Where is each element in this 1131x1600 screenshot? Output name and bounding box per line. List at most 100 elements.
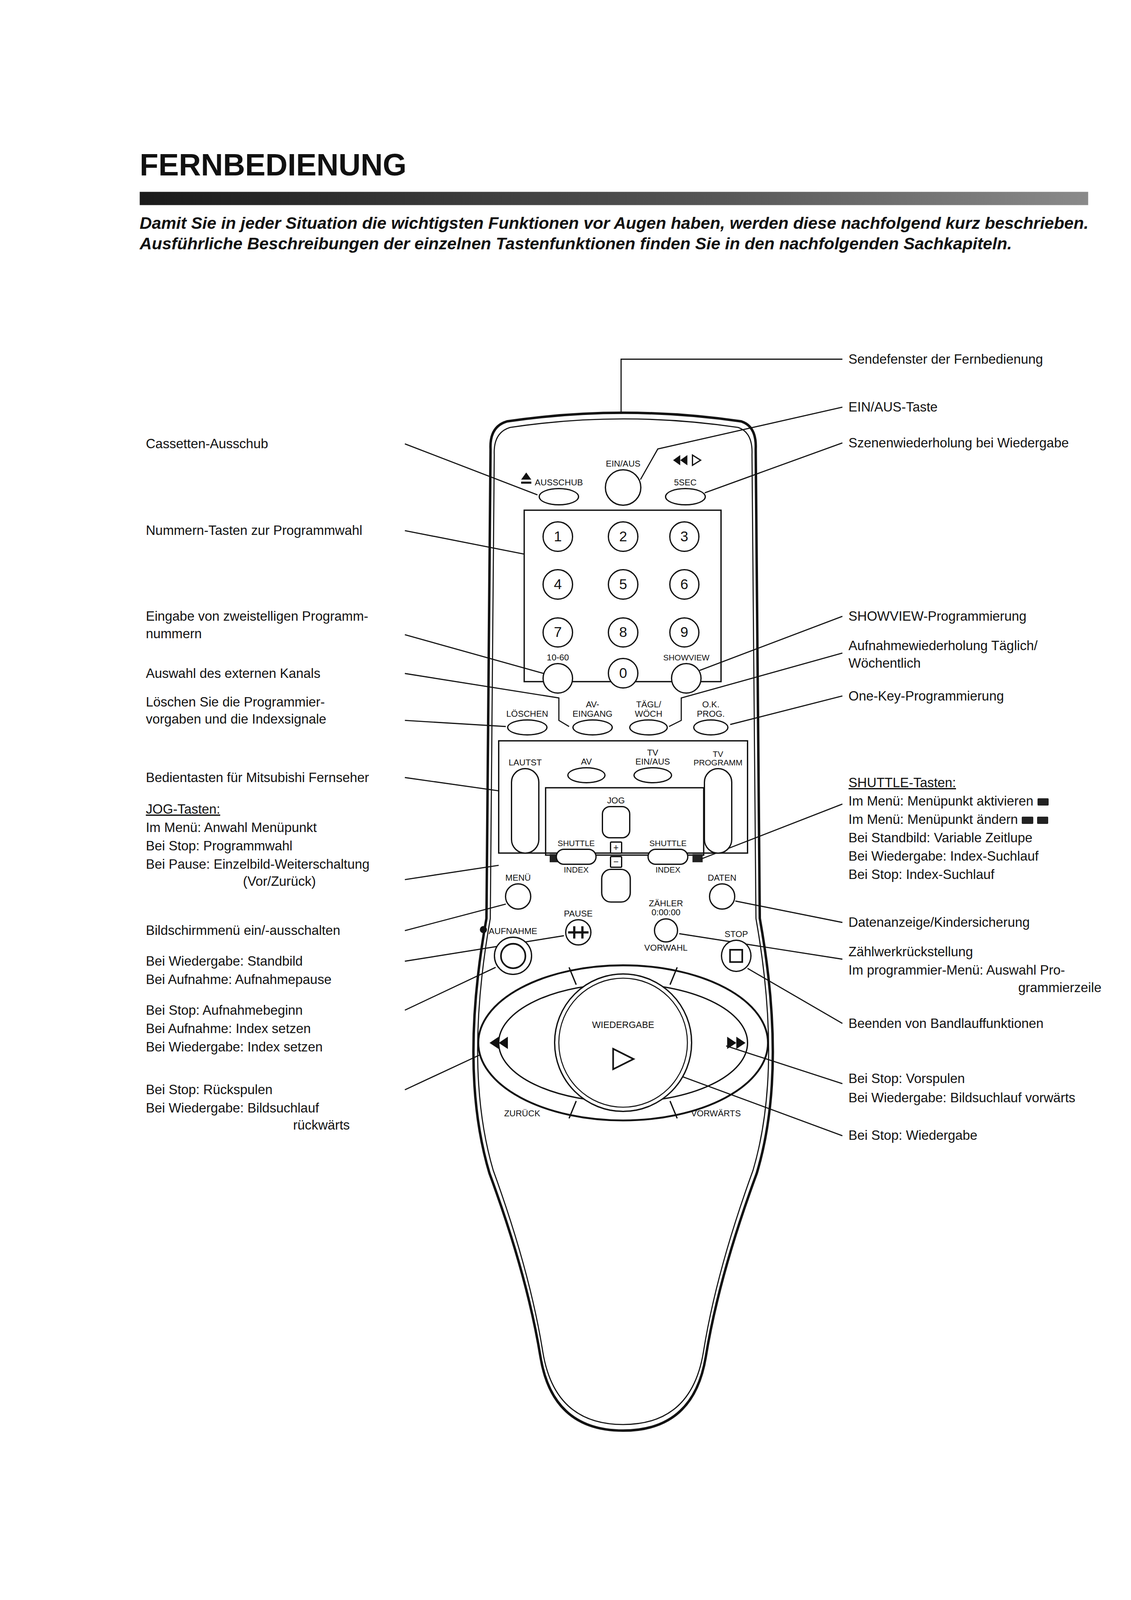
- page-title: FERNBEDIENUNG: [139, 149, 407, 181]
- callout-text: Eingabe von zweistelligen Programm- numm…: [145, 607, 406, 643]
- leader-line: [735, 900, 843, 923]
- callout-text: Zählwerkrückstellung: [848, 943, 974, 961]
- text-run: Bei Stop: Rückspulen: [145, 1081, 273, 1097]
- callout-text: One-Key-Programmierung: [848, 687, 1004, 705]
- leader-line: [405, 865, 499, 880]
- button-label: AV- EINGANG: [570, 699, 616, 719]
- button-label: 6: [680, 577, 689, 592]
- remote-button: O.K. PROG.: [693, 719, 729, 736]
- leader-line: [405, 935, 565, 962]
- button-label: SHUTTLE: [649, 839, 687, 848]
- leader-line: [747, 967, 843, 1024]
- text-run: Im programmier-Menü: Auswahl Pro- grammi…: [848, 962, 1102, 995]
- remote-button: LÖSCHEN: [507, 719, 549, 736]
- play-button: WIEDERGABE: [553, 973, 693, 1112]
- button-label: +: [613, 842, 619, 853]
- remote-button: SHUTTLEINDEX: [647, 848, 689, 865]
- button-label: −: [613, 856, 619, 867]
- shuttle-icon: [1021, 816, 1033, 824]
- button-label: SHUTTLE: [557, 839, 595, 848]
- callout-text: Im Menü: Menüpunkt aktivieren: [848, 792, 1049, 810]
- remote-button: TÄGL/ WÖCH: [629, 719, 668, 736]
- callout-text: Auswahl des externen Kanals: [145, 664, 321, 683]
- text-run: Im Menü: Menüpunkt ändern: [848, 811, 1018, 827]
- remote-button: +: [609, 841, 623, 854]
- callout-text: Bei Wiedergabe: Bildsuchlauf vorwärts: [848, 1089, 1076, 1107]
- button-label: SHOWVIEW: [663, 653, 710, 662]
- button-label: TV EIN/AUS: [632, 748, 674, 767]
- remote-button: AV: [567, 766, 607, 784]
- text-run: Bei Pause: Einzelbild-Weiterschaltung (V…: [145, 856, 370, 889]
- callout-text: Im programmier-Menü: Auswahl Pro- grammi…: [848, 961, 1102, 997]
- button-label: 1: [553, 528, 563, 544]
- remote-button: STOP: [720, 939, 752, 972]
- button-label: INDEX: [655, 865, 681, 875]
- callout-text: Bedientasten für Mitsubishi Fernseher: [145, 769, 370, 787]
- remote-button: 1: [542, 521, 574, 552]
- text-run: Löschen Sie die Programmier- vorgaben un…: [145, 694, 327, 727]
- remote-button: SHUTTLEINDEX: [555, 848, 597, 865]
- leader-line: [640, 407, 843, 480]
- text-run: Bei Stop: Index-Suchlauf: [848, 866, 995, 882]
- text-run: Bei Aufnahme: Aufnahmepause: [145, 971, 332, 987]
- text-run: Zählwerkrückstellung: [848, 944, 974, 960]
- button-label: 2: [619, 528, 628, 544]
- remote-button: SHOWVIEW: [670, 662, 702, 694]
- callout-text: Bei Aufnahme: Index setzen: [145, 1020, 312, 1038]
- remote-button: MENÜ: [504, 883, 532, 910]
- remote-button: 0: [607, 657, 639, 689]
- callout-text: Bei Stop: Programmwahl: [145, 837, 293, 855]
- button-label: AUSSCHUB: [534, 478, 583, 487]
- remote-button: 8: [607, 617, 639, 648]
- text-run: Bei Wiedergabe: Index setzen: [145, 1039, 323, 1055]
- text-run: Damit Sie in jeder Situation die wichtig…: [139, 213, 1089, 253]
- callout-text: Bei Stop: Aufnahmebeginn: [145, 1001, 304, 1019]
- remote-button: AUSSCHUB: [538, 487, 580, 506]
- remote-button: −: [609, 855, 623, 869]
- button-label: DATEN: [707, 873, 737, 883]
- leader-line: [405, 720, 507, 727]
- button-label: TV PROGRAMM: [691, 749, 745, 767]
- callout-text: Bei Stop: Rückspulen: [145, 1081, 273, 1099]
- text-run: Bei Aufnahme: Index setzen: [145, 1020, 312, 1036]
- button-label: LÖSCHEN: [506, 709, 549, 719]
- button-label: ZURÜCK: [504, 1107, 541, 1119]
- callout-text: Datenanzeige/Kindersicherung: [848, 913, 1030, 931]
- remote-button: TV EIN/AUS: [633, 766, 673, 784]
- callout-text: Bei Wiedergabe: Standbild: [145, 952, 304, 970]
- remote-button: 9: [669, 617, 700, 648]
- shuttle-icon: [1037, 798, 1049, 806]
- callout-text: Im Menü: Menüpunkt ändern: [848, 810, 1049, 828]
- text-run: Bei Wiedergabe: Bildsuchlauf vorwärts: [848, 1090, 1076, 1105]
- leader-line: [405, 443, 538, 496]
- text-run: Nummern-Tasten zur Programmwahl: [145, 522, 363, 538]
- remote-button: 4: [542, 568, 574, 600]
- text-run: One-Key-Programmierung: [848, 688, 1004, 704]
- text-run: Datenanzeige/Kindersicherung: [848, 914, 1030, 930]
- button-label: 7: [553, 624, 563, 640]
- remote-button: 5: [607, 568, 639, 600]
- leader-line: [669, 652, 843, 727]
- button-label: 9: [680, 624, 689, 640]
- leader-line: [704, 442, 843, 493]
- callout-text: Cassetten-Ausschub: [145, 435, 269, 453]
- text-run: Bei Wiedergabe: Index-Suchlauf: [848, 848, 1039, 864]
- remote-button: DATEN: [708, 883, 736, 910]
- shuttle-icon: [1037, 816, 1049, 824]
- leader-line: [679, 933, 843, 960]
- button-label: 0: [619, 665, 628, 681]
- text-run: Bei Stop: Programmwahl: [145, 838, 293, 854]
- button-label: 8: [619, 624, 628, 640]
- callout-text: Löschen Sie die Programmier- vorgaben un…: [145, 693, 366, 729]
- button-label: MENÜ: [505, 873, 531, 883]
- remote-button: 3: [669, 521, 700, 552]
- callout-text: Bei Stop: Wiedergabe: [848, 1126, 978, 1144]
- button-label: 3: [680, 528, 689, 544]
- button-label: INDEX: [563, 865, 589, 875]
- leader-line: [405, 634, 544, 674]
- text-run: Szenenwiederholung bei Wiedergabe: [848, 435, 1069, 451]
- leader-line: [405, 530, 525, 554]
- remote-button: EIN/AUS: [604, 469, 642, 506]
- leader-line: [730, 695, 843, 725]
